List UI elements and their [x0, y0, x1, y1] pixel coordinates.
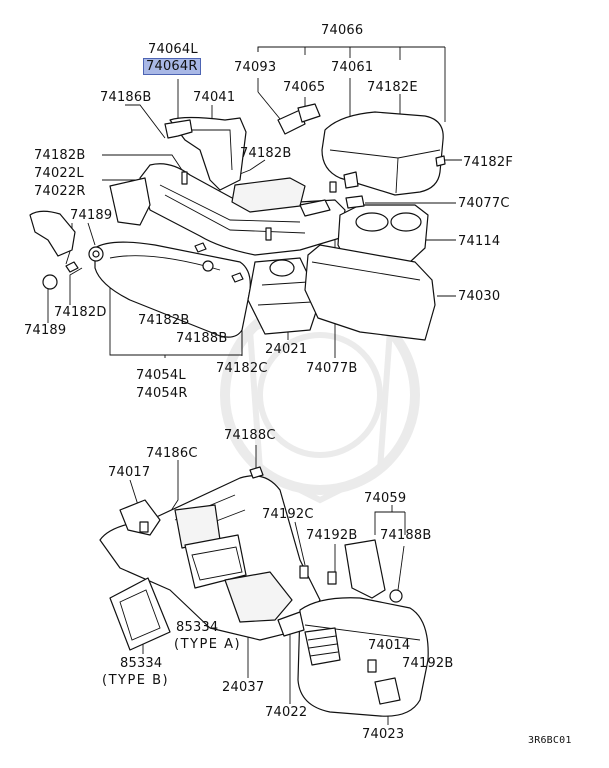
label-74188B-upper: 74188B — [176, 331, 228, 346]
label-74022L: 74022L — [34, 166, 84, 181]
label-74017: 74017 — [108, 465, 151, 480]
label-74093: 74093 — [234, 60, 277, 75]
label-type-b: (TYPE B) — [102, 673, 170, 688]
label-24037: 24037 — [222, 680, 265, 695]
screws-upper — [65, 155, 446, 283]
lower-console-assembly — [99, 466, 429, 717]
label-74192B-upper: 74192B — [306, 528, 358, 543]
label-type-a: (TYPE A) — [174, 637, 242, 652]
label-74014: 74014 — [368, 638, 411, 653]
label-74023: 74023 — [362, 727, 405, 742]
label-24021: 24021 — [265, 342, 308, 357]
screws-lower — [139, 466, 403, 673]
label-74182B-center: 74182B — [240, 146, 292, 161]
label-74054L: 74054L — [136, 368, 186, 383]
label-74077C: 74077C — [458, 196, 510, 211]
label-74054R: 74054R — [136, 386, 188, 401]
label-74182B-lower: 74182B — [138, 313, 190, 328]
label-85334-type-b: 85334 — [120, 656, 163, 671]
label-74189-top: 74189 — [70, 208, 113, 223]
label-74189-bottom: 74189 — [24, 323, 67, 338]
label-74186C: 74186C — [146, 446, 198, 461]
label-74192C: 74192C — [262, 507, 314, 522]
label-74182B-left: 74182B — [34, 148, 86, 163]
label-74030: 74030 — [458, 289, 501, 304]
label-74182D: 74182D — [54, 305, 107, 320]
label-74061: 74061 — [331, 60, 374, 75]
label-85334-type-a: 85334 — [176, 620, 219, 635]
label-74059: 74059 — [364, 491, 407, 506]
label-74022R: 74022R — [34, 184, 86, 199]
label-74114: 74114 — [458, 234, 501, 249]
label-74064R-highlighted: 74064R — [143, 58, 201, 75]
label-74182E: 74182E — [367, 80, 418, 95]
label-74066: 74066 — [321, 23, 364, 38]
diagram-code: 3R6BC01 — [528, 735, 572, 746]
label-74186B: 74186B — [100, 90, 152, 105]
label-74064L: 74064L — [148, 42, 198, 57]
label-74065: 74065 — [283, 80, 326, 95]
label-74022: 74022 — [265, 705, 308, 720]
label-74182F: 74182F — [463, 155, 514, 170]
upper-console-assembly — [29, 103, 446, 341]
label-74188B-lower: 74188B — [380, 528, 432, 543]
label-74182C: 74182C — [216, 361, 268, 376]
label-74192B-lower: 74192B — [402, 656, 454, 671]
label-74188C: 74188C — [224, 428, 276, 443]
label-74041: 74041 — [193, 90, 236, 105]
label-74077B: 74077B — [306, 361, 358, 376]
